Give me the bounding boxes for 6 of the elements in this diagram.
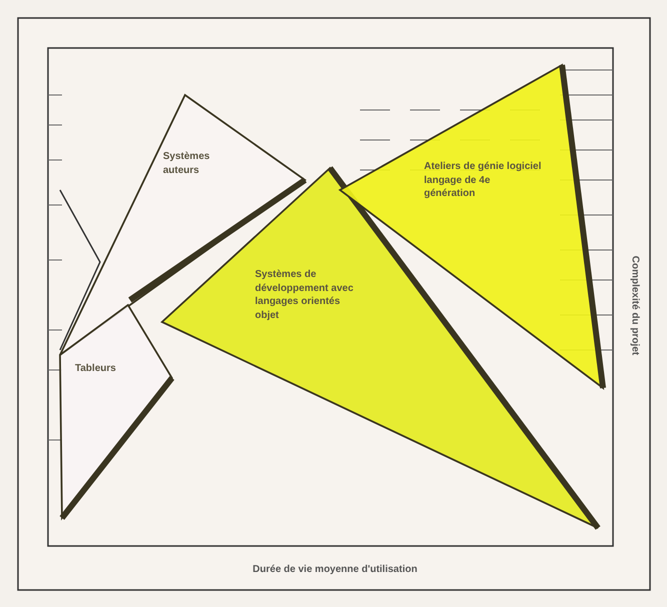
shape-label: Systèmes de développement avec langages orientés objet xyxy=(255,268,354,322)
axis-title: Durée de vie moyenne d'utilisation xyxy=(252,564,418,575)
shape-label: Systèmes auteurs xyxy=(163,150,211,177)
shape-label: Tableurs xyxy=(75,362,117,376)
shape-label: Ateliers de génie logiciel langage de 4e génération xyxy=(424,160,542,200)
axis-title: Complexité du projet xyxy=(630,254,640,358)
